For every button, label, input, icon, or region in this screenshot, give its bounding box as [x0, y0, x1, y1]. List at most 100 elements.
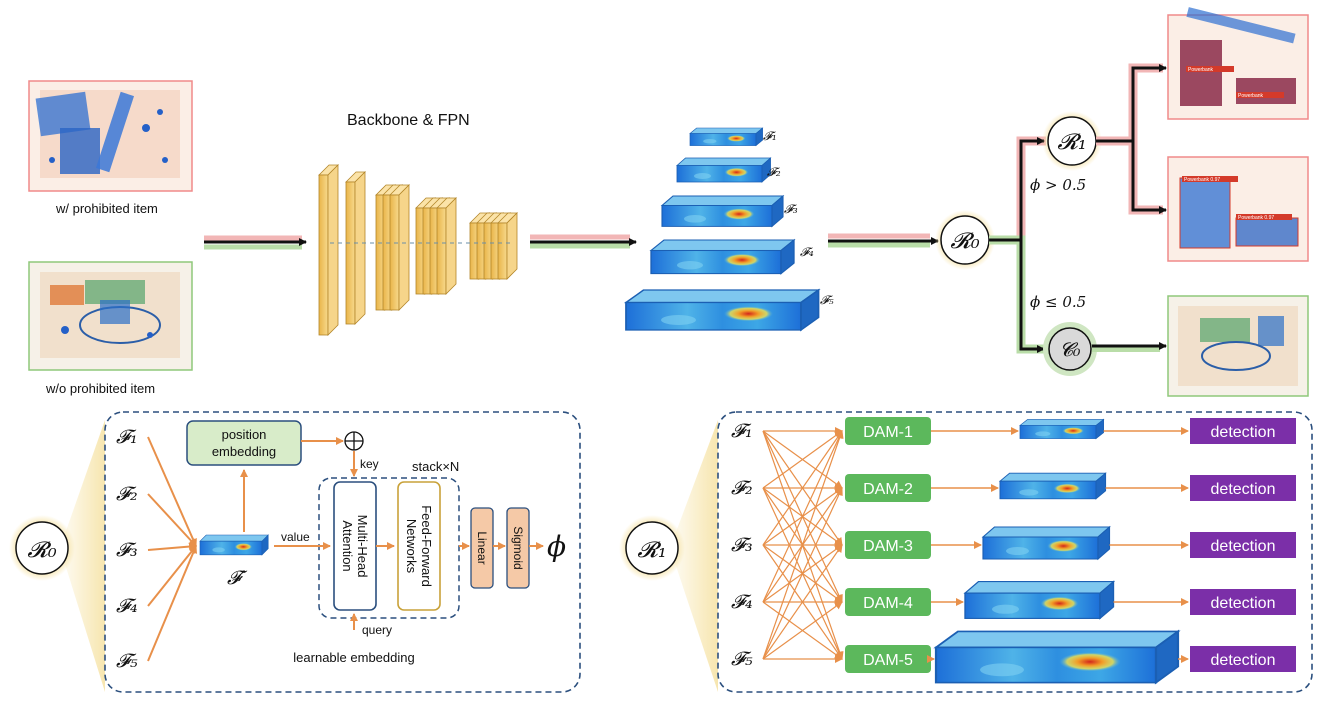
- fused-feature-label: 𝓕′: [227, 567, 248, 589]
- sigmoid-label: Sigmoid: [511, 526, 525, 569]
- detection-label-4: detection: [1211, 595, 1276, 612]
- dam-row-1: DAM-1 detection: [845, 417, 1296, 445]
- dam-output-map-4: [964, 580, 1115, 620]
- stack-box: [318, 477, 460, 619]
- linear-label: Linear: [475, 531, 489, 564]
- feature-label-4: 𝓕₄: [800, 245, 814, 259]
- r0-module-label: 𝓡₀: [27, 538, 57, 563]
- cond-negative: ϕ ≤ 0.5: [1030, 293, 1086, 311]
- detection-box-2: [1190, 475, 1296, 501]
- feature-map-3: [661, 195, 784, 227]
- dam-box-1: [845, 417, 931, 445]
- value-label: value: [281, 530, 310, 544]
- r0-feature-1: 𝓕₁: [116, 426, 138, 448]
- detection-label-2: detection: [1211, 481, 1276, 498]
- r1-fan: [670, 420, 718, 692]
- dam-label-1: DAM-1: [863, 424, 913, 441]
- learnable-embedding-label: learnable embedding: [293, 650, 414, 665]
- sigmoid-box: [506, 507, 530, 589]
- dam-row-2: DAM-2 detection: [845, 472, 1296, 502]
- feature-pyramid: 𝓕₁ 𝓕₂ 𝓕₃ 𝓕₄ 𝓕₅: [625, 127, 834, 331]
- dam-row-5: DAM-5 detection: [845, 630, 1296, 684]
- linear-box: [470, 507, 494, 589]
- detection-output-1: Powerbank Powerbank: [1167, 7, 1309, 120]
- c0-node: [1048, 327, 1092, 371]
- r0-feature-5: 𝓕₅: [116, 650, 138, 672]
- c0-label: 𝓒₀: [1059, 339, 1080, 361]
- r1-feature-4: 𝓕₄: [731, 591, 753, 613]
- r1-label: 𝓡₁: [1057, 130, 1086, 155]
- feature-map-4: [650, 239, 795, 275]
- phi-output: ϕ: [547, 530, 566, 563]
- feature-label-1: 𝓕₁: [763, 129, 777, 143]
- detection-label-1: detection: [1211, 424, 1276, 441]
- fused-feature-map: [199, 534, 269, 556]
- prohibited-label: w/ prohibited item: [55, 201, 158, 216]
- clean-label: w/o prohibited item: [45, 381, 155, 396]
- detection-box-5: [1190, 646, 1296, 672]
- feature-map-5: [625, 289, 820, 331]
- det-label-3: Powerbank 0.97: [1184, 177, 1220, 183]
- dam-box-2: [845, 474, 931, 502]
- cond-positive: ϕ > 0.5: [1030, 176, 1086, 194]
- feature-map-2: [676, 157, 771, 183]
- prohibited-input-image: [28, 80, 193, 192]
- backbone-layer: [318, 164, 339, 336]
- r1-feature-2: 𝓕₂: [731, 477, 753, 499]
- branch-to-r1: [989, 137, 1045, 242]
- detection-label-5: detection: [1211, 652, 1276, 669]
- backbone-title: Backbone & FPN: [347, 112, 470, 129]
- r0-module-node: [15, 521, 69, 575]
- detection-box-3: [1190, 532, 1296, 558]
- dam-label-5: DAM-5: [863, 652, 913, 669]
- feature-map-1: [689, 127, 763, 146]
- dam-output-map-5: [934, 630, 1180, 684]
- det-label-2: Powerbank: [1238, 93, 1264, 99]
- r1-module-node: [625, 521, 679, 575]
- branch-to-c0: [1019, 240, 1045, 353]
- backbone-layer: [436, 197, 457, 295]
- backbone-layer: [389, 184, 410, 311]
- r0-feature-4: 𝓕₄: [116, 595, 138, 617]
- dam-box-5: [845, 645, 931, 673]
- position-embedding-box: [186, 420, 302, 466]
- r1-feature-5: 𝓕₅: [731, 648, 753, 670]
- backbone-fpn: [318, 164, 518, 336]
- r0-feature-2: 𝓕₂: [116, 483, 138, 505]
- clean-output: [1167, 295, 1309, 397]
- r1-feature-3: 𝓕₃: [731, 534, 753, 556]
- feature-label-2: 𝓕₂: [767, 165, 781, 179]
- r0-fan: [60, 420, 105, 692]
- clean-input-image: [28, 261, 193, 371]
- r0-label: 𝓡₀: [950, 229, 980, 254]
- query-label: query: [362, 623, 392, 637]
- r1-feature-1: 𝓕₁: [731, 420, 753, 442]
- dam-box-4: [845, 588, 931, 616]
- feature-label-5: 𝓕₅: [820, 293, 834, 307]
- mha-label: Multi-HeadAttention: [340, 515, 370, 578]
- dam-box-3: [845, 531, 931, 559]
- detection-output-2: Powerbank 0.97 Powerbank 0.97: [1167, 156, 1309, 262]
- dam-output-map-1: [1019, 419, 1104, 439]
- detection-label-3: detection: [1211, 538, 1276, 555]
- ffn-label: Feed-ForwardNetworks: [404, 505, 434, 587]
- ffn-box: [397, 481, 441, 611]
- key-label: key: [360, 457, 379, 471]
- stack-label: stack×N: [412, 459, 459, 474]
- dam-label-2: DAM-2: [863, 481, 913, 498]
- detection-box-4: [1190, 589, 1296, 615]
- r0-feature-arrows: [147, 436, 197, 662]
- det-label-4: Powerbank 0.97: [1238, 215, 1274, 221]
- dam-output-map-3: [982, 526, 1111, 560]
- dam-row-4: DAM-4 detection: [845, 580, 1296, 620]
- r1-module-label: 𝓡₁: [637, 538, 666, 563]
- feature-label-3: 𝓕₃: [784, 202, 798, 216]
- dam-output-map-2: [999, 472, 1107, 500]
- dam-label-4: DAM-4: [863, 595, 913, 612]
- backbone-layer: [497, 212, 518, 280]
